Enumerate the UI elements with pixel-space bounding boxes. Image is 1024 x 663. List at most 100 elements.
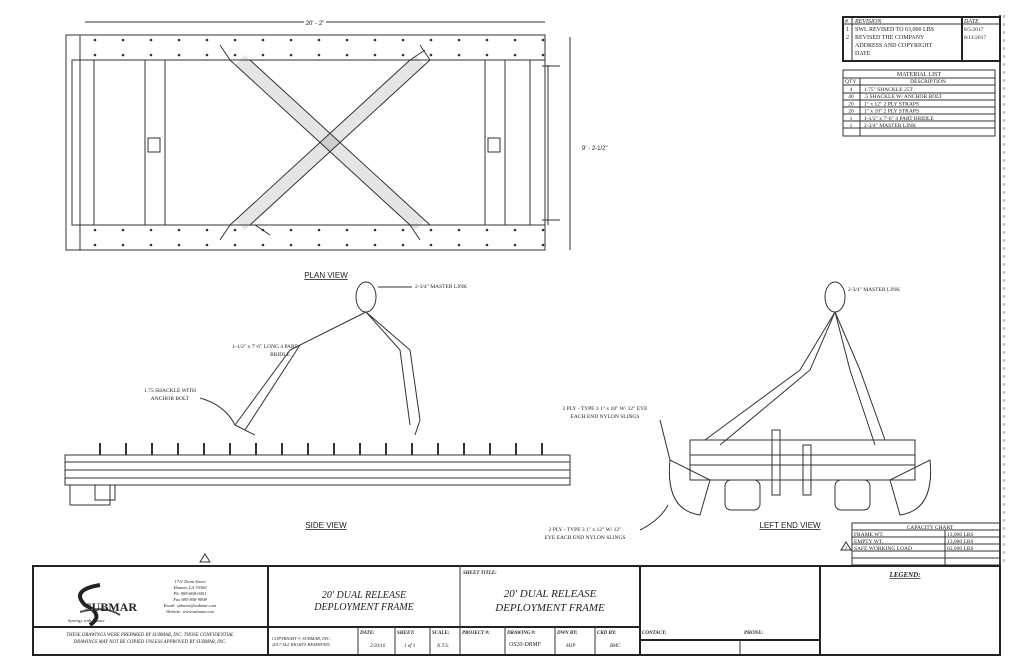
- material-qty: 1: [850, 116, 853, 122]
- project-number-label: PROJECT #:: [462, 631, 490, 636]
- company-logo: SUBMAR Synergy with Nature: [68, 583, 137, 627]
- bolt-hole: [93, 53, 97, 57]
- capacity-value: 63,000 LBS: [947, 546, 974, 552]
- callout-sling: EYE EACH END NYLON SLINGS: [545, 535, 626, 541]
- material-description: 2-3/4" MASTER LINK: [864, 123, 916, 129]
- bolt-hole: [485, 228, 489, 232]
- bolt-hole: [177, 38, 181, 42]
- drawn-by-label: DWN BY:: [556, 631, 578, 636]
- legend-label: LEGEND:: [888, 571, 920, 579]
- address-line: Houma, LA 70360: [172, 585, 207, 591]
- bolt-hole: [149, 53, 153, 57]
- capacity-value: 13,000 LBS: [947, 532, 974, 538]
- bolt-hole: [177, 53, 181, 57]
- revision-mark: 2: [845, 545, 847, 550]
- bolt-hole: [457, 53, 461, 57]
- bolt-hole: [345, 38, 349, 42]
- bolt-hole: [93, 243, 97, 247]
- rev-text: SWL REVISED TO 63,000 LBS: [855, 27, 934, 33]
- bolt-hole: [317, 243, 321, 247]
- callout-shackle: 1.75 SHACKLE WITH: [144, 388, 196, 394]
- side-view: 2-3/4" MASTER LINK 1-1/2" x 7'-6" LONG 4…: [64, 281, 671, 530]
- capacity-label: SAFE WORKING LOAD: [854, 546, 912, 552]
- rev-num: 2: [846, 35, 849, 41]
- bolt-hole: [345, 53, 349, 57]
- material-qty: 1: [850, 123, 853, 129]
- drawn-by-value: MJP: [565, 644, 575, 649]
- material-qty: 20: [848, 101, 854, 107]
- bolt-hole: [401, 243, 405, 247]
- material-description: 1" x 18" 2 PLY STRAPS: [864, 109, 919, 115]
- bolt-hole: [401, 53, 405, 57]
- callout-sling: 2 PLY - TYPE 3 1" x 18" W/ 12" EYE: [563, 406, 649, 412]
- bolt-hole: [541, 228, 545, 232]
- bolt-hole: [317, 53, 321, 57]
- material-header-desc: DESCRIPTION: [910, 79, 946, 85]
- bolt-hole: [485, 53, 489, 57]
- left-end-view-label: LEFT END VIEW: [759, 521, 821, 530]
- material-description: 1.75" SHACKLE 25T: [864, 87, 913, 93]
- bolt-hole: [457, 228, 461, 232]
- bolt-hole: [261, 228, 265, 232]
- material-qty: 4: [850, 87, 853, 93]
- bolt-hole: [149, 38, 153, 42]
- bolt-hole: [205, 243, 209, 247]
- bolt-hole: [429, 228, 433, 232]
- bolt-hole: [401, 38, 405, 42]
- bolt-hole: [373, 53, 377, 57]
- bolt-hole: [261, 243, 265, 247]
- scale-value: N.T.S.: [436, 644, 449, 649]
- address-line: 1711 Dunn Street: [174, 579, 206, 584]
- checked-by-label: CKD BY:: [597, 631, 616, 636]
- bolt-hole: [177, 243, 181, 247]
- width-dimension: 9' - 2-1/2": [582, 146, 608, 152]
- sheet-title: DEPLOYMENT FRAME: [494, 602, 605, 614]
- company-tagline: Synergy with Nature: [68, 618, 105, 623]
- revision-triangle-icon: [840, 541, 852, 551]
- callout-sling: 2 PLY - TYPE 3 1" x 12" W/ 12": [549, 527, 622, 533]
- bolt-hole: [485, 38, 489, 42]
- bolt-hole: [205, 53, 209, 57]
- bolt-hole: [233, 243, 237, 247]
- bolt-hole: [205, 38, 209, 42]
- plan-view: 20' - 2" 9' - 2-1/2" PLAN VIEW: [65, 19, 608, 280]
- material-description: .5 SHACKLE W/ ANCHOR BOLT: [864, 94, 943, 100]
- capacity-value: 13,000 LBS: [947, 539, 974, 545]
- left-end-view: 2-3/4" MASTER LINK 2 PLY - TYPE 3 1" x 1…: [545, 281, 932, 541]
- bolt-hole: [345, 228, 349, 232]
- disclaimer: THESE DRAWINGS WERE PREPARED BY SUBMAR, …: [66, 633, 234, 638]
- callout-sling: EACH END NYLON SLINGS: [571, 414, 640, 420]
- bolt-hole: [149, 228, 153, 232]
- bolt-hole: [541, 38, 545, 42]
- rev-date: 8/5/2017: [964, 27, 984, 33]
- bolt-hole: [429, 38, 433, 42]
- copyright: 2017 ALL RIGHTS RESERVED.: [272, 642, 331, 647]
- rev-header-revision: REVISION: [854, 19, 882, 25]
- rev-text: REVISED THE COMPANY: [855, 35, 925, 41]
- callout-master-link: 2-3/4" MASTER LINK: [415, 284, 467, 290]
- bolt-hole: [345, 243, 349, 247]
- bolt-hole: [261, 53, 265, 57]
- material-qty: 20: [848, 109, 854, 115]
- bolt-hole: [289, 243, 293, 247]
- sheet-title-label: SHEET TITLE:: [463, 571, 497, 576]
- plan-view-label: PLAN VIEW: [304, 271, 348, 280]
- rev-text: DATE: [855, 51, 871, 57]
- bolt-hole: [373, 38, 377, 42]
- rev-num: 1: [846, 27, 849, 33]
- disclaimer: DRAWINGS MAY NOT BE COPIED UNLESS APPROV…: [73, 640, 227, 645]
- bolt-hole: [289, 38, 293, 42]
- bolt-hole: [457, 38, 461, 42]
- bolt-hole: [121, 243, 125, 247]
- rev-header-num: #: [845, 19, 848, 25]
- company-name: SUBMAR: [85, 600, 137, 614]
- bolt-hole: [149, 243, 153, 247]
- address-line: Ph. 985-868-0001: [173, 591, 207, 596]
- rev-header-date: DATE: [963, 19, 979, 25]
- sheet-label: SHEET:: [397, 631, 415, 636]
- capacity-chart: CAPACITY CHART FRAME WT. 13,000 LBS EMPT…: [840, 522, 1001, 566]
- material-description: 1-1/2" x 7'-6" 4 PART BRIDLE: [864, 116, 934, 122]
- bolt-hole: [513, 38, 517, 42]
